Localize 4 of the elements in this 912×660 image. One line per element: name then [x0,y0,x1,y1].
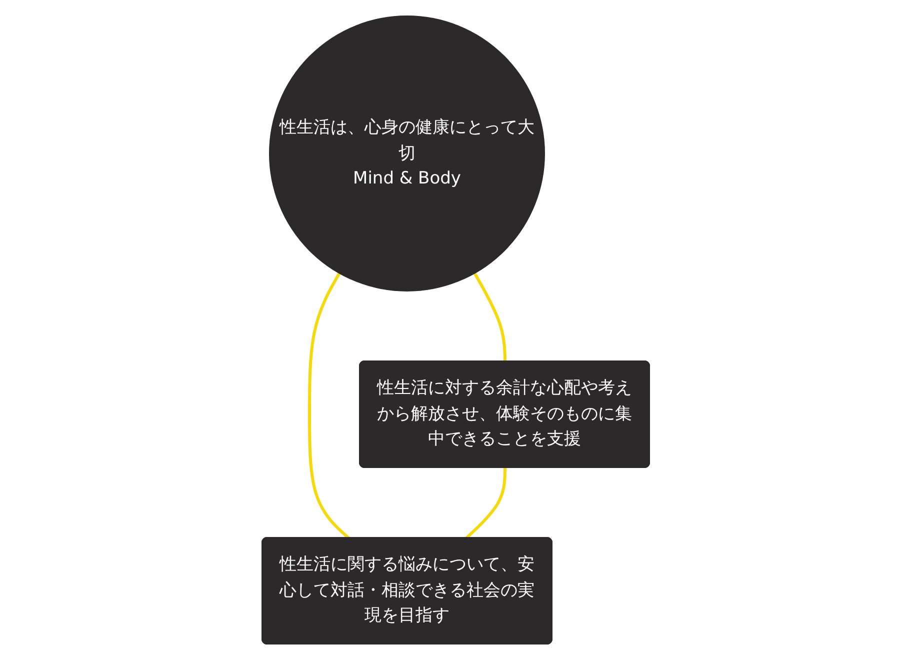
connector [474,272,507,362]
node-circle: 性生活は、心身の健康にとって大切 Mind & Body [269,16,546,292]
connector [308,272,350,540]
connector [466,468,507,540]
